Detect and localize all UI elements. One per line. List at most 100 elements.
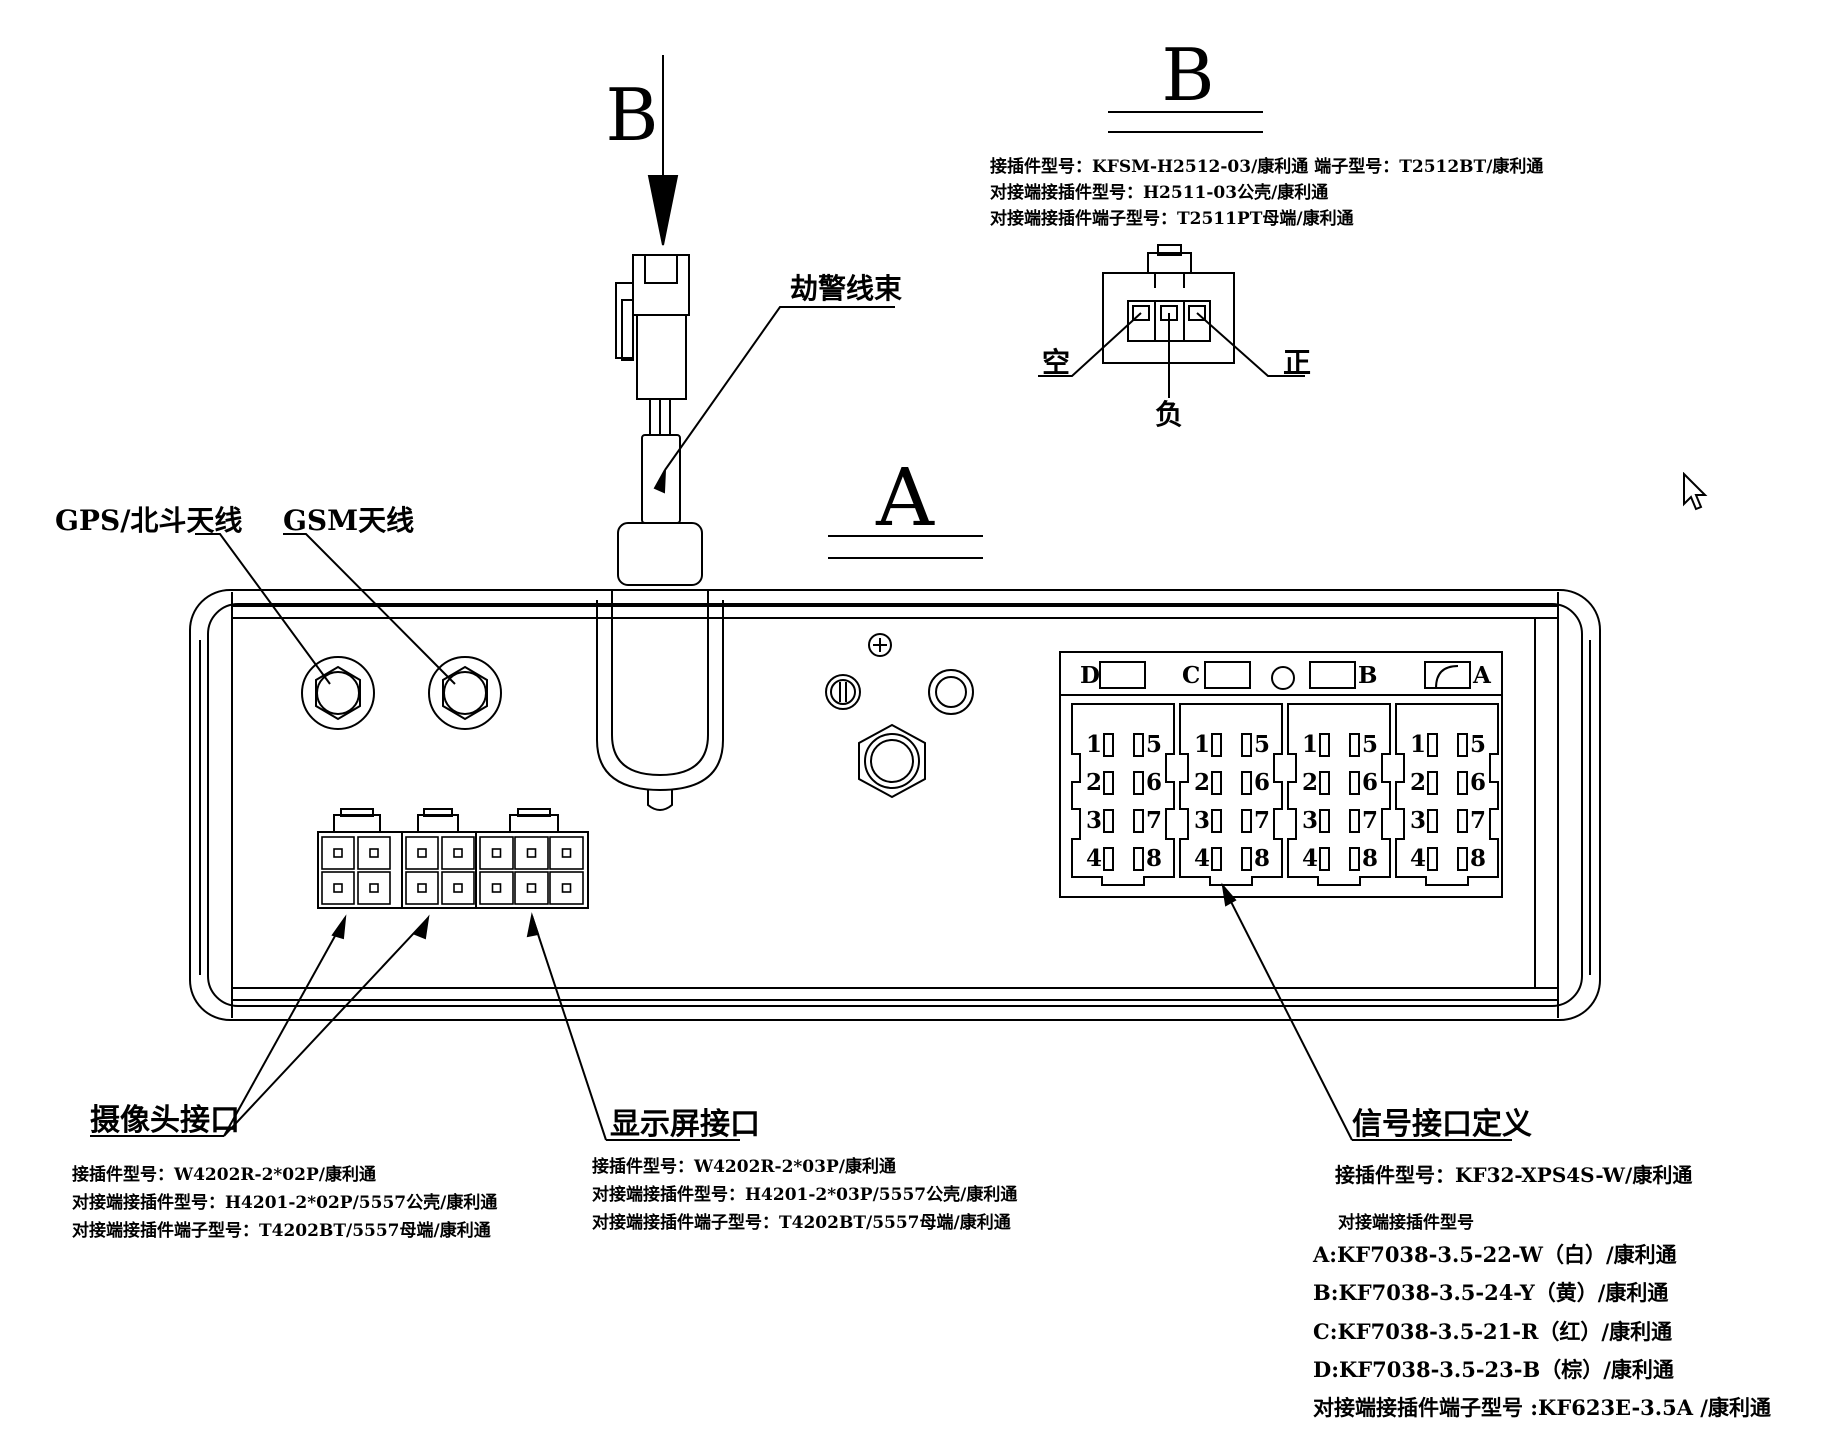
connector-cell (514, 836, 549, 870)
connector-cell (357, 871, 391, 905)
connector-cell (479, 871, 514, 905)
signal-header-c: C (1182, 662, 1200, 689)
connector-cell (321, 871, 355, 905)
signal-pin-number: 8 (1362, 845, 1378, 872)
signal-pin-slot (1211, 733, 1222, 757)
signal-module-outline (1179, 703, 1283, 886)
signal-model-line: 接插件型号：KF32-XPS4S-W/康利通 (1335, 1163, 1692, 1187)
connector-cell (441, 871, 475, 905)
signal-mating-a: A:KF7038-3.5-22-W（白）/康利通 (1312, 1242, 1677, 1267)
signal-pin-slot (1427, 847, 1438, 871)
signal-pin-number: 5 (1254, 731, 1270, 758)
signal-module-outline (1395, 703, 1499, 886)
connector-pin (453, 883, 463, 893)
signal-pin-slot (1457, 847, 1468, 871)
signal-pin-number: 1 (1302, 731, 1318, 758)
signal-pin-slot (1133, 847, 1144, 871)
signal-pin-number: 8 (1470, 845, 1486, 872)
signal-pin-number: 3 (1194, 807, 1210, 834)
signal-pin-slot (1427, 809, 1438, 833)
signal-pin-number: 2 (1302, 769, 1318, 796)
connector-cell (549, 836, 584, 870)
display-spec-line-1: 接插件型号：W4202R-2*03P/康利通 (592, 1156, 896, 1177)
signal-pin-number: 6 (1254, 769, 1270, 796)
signal-pin-number: 2 (1086, 769, 1102, 796)
signal-pin-slot (1349, 809, 1360, 833)
connector-pin (417, 848, 427, 858)
signal-pin-slot (1133, 733, 1144, 757)
signal-pin-number: 2 (1410, 769, 1426, 796)
signal-pin-slot (1103, 733, 1114, 757)
signal-pin-number: 6 (1146, 769, 1162, 796)
signal-module-outline (1287, 703, 1391, 886)
signal-header-a: A (1472, 662, 1492, 689)
b-spec-line-2: 对接端接插件型号：H2511-03公壳/康利通 (990, 182, 1328, 203)
signal-pin-slot (1241, 733, 1252, 757)
signal-header-b: B (1358, 662, 1377, 689)
camera-spec-line-1: 接插件型号：W4202R-2*02P/康利通 (72, 1164, 376, 1185)
signal-pin-slot (1427, 733, 1438, 757)
connector-pin (526, 883, 537, 893)
signal-pin-slot (1103, 809, 1114, 833)
gps-antenna-label: GPS/北斗天线 (55, 504, 242, 537)
connector-pin (453, 848, 463, 858)
signal-pin-slot (1103, 847, 1114, 871)
signal-pin-slot (1319, 771, 1330, 795)
view-a-label: A (875, 451, 935, 544)
signal-pin-slot (1349, 771, 1360, 795)
signal-pin-slot (1319, 847, 1330, 871)
signal-pin-number: 7 (1362, 807, 1378, 834)
b-spec-line-3: 对接端接插件端子型号：T2511PT母端/康利通 (990, 208, 1354, 229)
connector-cell (441, 836, 475, 870)
signal-pin-number: 4 (1410, 845, 1426, 872)
signal-pin-number: 1 (1410, 731, 1426, 758)
connector-pin (417, 883, 427, 893)
connector-pin (526, 848, 537, 858)
signal-pin-number: 7 (1470, 807, 1486, 834)
pin-empty-label: 空 (1042, 346, 1070, 379)
signal-terminal-line: 对接端接插件端子型号 :KF623E-3.5A /康利通 (1313, 1395, 1771, 1420)
signal-mating-c: C:KF7038-3.5-21-R（红）/康利通 (1313, 1319, 1672, 1344)
b-spec-line-1: 接插件型号：KFSM-H2512-03/康利通 端子型号：T2512BT/康利通 (990, 156, 1543, 177)
signal-pin-number: 7 (1146, 807, 1162, 834)
signal-pin-slot (1319, 809, 1330, 833)
connector-cell (405, 836, 439, 870)
camera-spec-line-2: 对接端接插件型号：H4201-2*02P/5557公壳/康利通 (72, 1192, 497, 1213)
signal-pin-number: 4 (1086, 845, 1102, 872)
signal-pin-slot (1133, 771, 1144, 795)
signal-header-d: D (1080, 662, 1100, 689)
signal-pin-number: 8 (1146, 845, 1162, 872)
connector-cell (514, 871, 549, 905)
signal-pin-slot (1211, 847, 1222, 871)
signal-pin-number: 6 (1470, 769, 1486, 796)
signal-pin-slot (1457, 809, 1468, 833)
signal-pin-number: 2 (1194, 769, 1210, 796)
view-b-label-top: B (606, 73, 659, 157)
signal-pin-slot (1349, 847, 1360, 871)
view-b-label-detail: B (1162, 33, 1215, 117)
connector-pin (369, 883, 379, 893)
signal-pin-slot (1349, 733, 1360, 757)
signal-pin-number: 1 (1086, 731, 1102, 758)
connector-pin (561, 848, 572, 858)
display-spec-line-2: 对接端接插件型号：H4201-2*03P/5557公壳/康利通 (592, 1184, 1017, 1205)
camera-spec-line-3: 对接端接插件端子型号：T4202BT/5557母端/康利通 (72, 1220, 491, 1241)
signal-pin-number: 4 (1194, 845, 1210, 872)
signal-mating-d: D:KF7038-3.5-23-B（棕）/康利通 (1313, 1357, 1674, 1382)
connector-cell (357, 836, 391, 870)
display-spec-line-3: 对接端接插件端子型号：T4202BT/5557母端/康利通 (592, 1212, 1011, 1233)
connector-pin (491, 848, 502, 858)
signal-pin-slot (1427, 771, 1438, 795)
signal-pin-slot (1211, 771, 1222, 795)
signal-pin-slot (1133, 809, 1144, 833)
connector-cell (549, 871, 584, 905)
signal-pin-slot (1211, 809, 1222, 833)
signal-pin-slot (1103, 771, 1114, 795)
signal-pin-number: 5 (1146, 731, 1162, 758)
alarm-harness-label: 劫警线束 (790, 272, 902, 305)
signal-pin-number: 3 (1086, 807, 1102, 834)
pin-negative-label: 负 (1155, 398, 1183, 431)
signal-pin-slot (1319, 733, 1330, 757)
camera-interface-title: 摄像头接口 (90, 1103, 240, 1138)
